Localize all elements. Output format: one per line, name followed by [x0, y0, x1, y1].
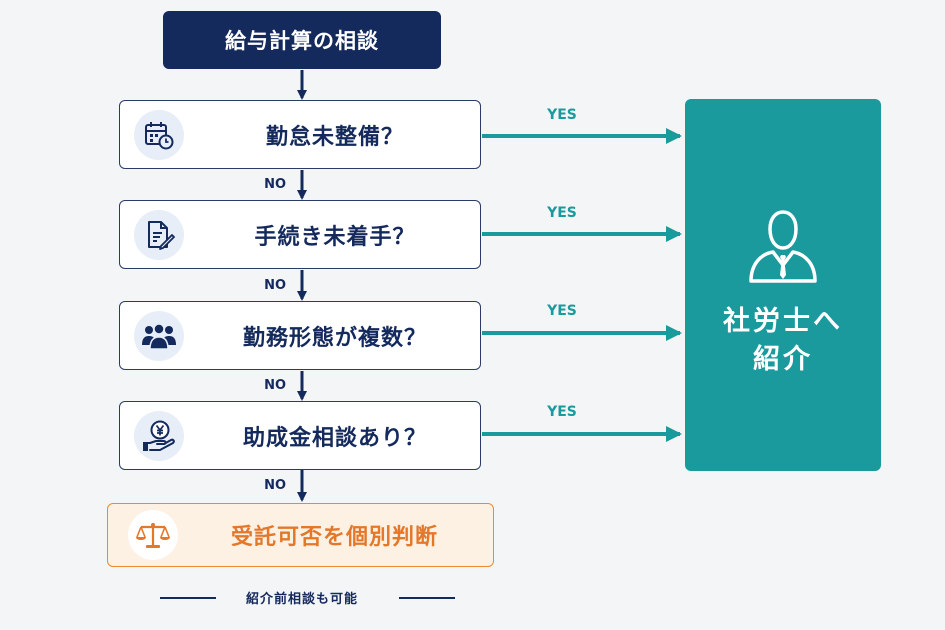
no-label-4: NO: [264, 478, 286, 493]
start-node: 給与計算の相談: [163, 11, 441, 69]
final-node-label: 受託可否を個別判断: [230, 525, 438, 550]
question-label-4: 助成金相談あり？: [242, 425, 427, 451]
no-label-3: NO: [264, 378, 286, 393]
start-node-label: 給与計算の相談: [225, 29, 379, 53]
referral-label-line2: 紹介: [753, 344, 813, 375]
question-node-3: 勤務形態が複数？: [119, 301, 481, 370]
yes-label-1: YES: [547, 107, 577, 123]
question-node-4: 助成金相談あり？: [119, 401, 481, 470]
person-suit-icon: [745, 207, 821, 287]
referral-label: 社労士へ 紹介: [685, 303, 881, 379]
referral-node: 社労士へ 紹介: [685, 99, 881, 471]
no-label-2: NO: [264, 278, 286, 293]
question-node-2: 手続き未着手？: [119, 200, 481, 269]
yes-label-3: YES: [547, 303, 577, 319]
calendar-clock-icon: [134, 110, 184, 160]
yen-coin-hand-icon: [134, 411, 184, 461]
footer-rule-left: [160, 597, 216, 599]
final-node: 受託可否を個別判断: [107, 503, 494, 567]
footer-note: 紹介前相談も可能: [245, 592, 358, 607]
balance-scale-icon: [128, 510, 178, 560]
question-node-1: 勤怠未整備？: [119, 100, 481, 169]
people-group-icon: [134, 311, 184, 361]
question-label-2: 手続き未着手？: [254, 224, 416, 250]
no-label-1: NO: [264, 177, 286, 192]
document-pen-icon: [134, 210, 184, 260]
footer-rule-right: [399, 597, 455, 599]
yes-label-4: YES: [547, 404, 577, 420]
referral-label-line1: 社労士へ: [723, 306, 843, 337]
yes-label-2: YES: [547, 205, 577, 221]
question-label-3: 勤務形態が複数？: [242, 325, 427, 351]
question-label-1: 勤怠未整備？: [265, 124, 404, 150]
